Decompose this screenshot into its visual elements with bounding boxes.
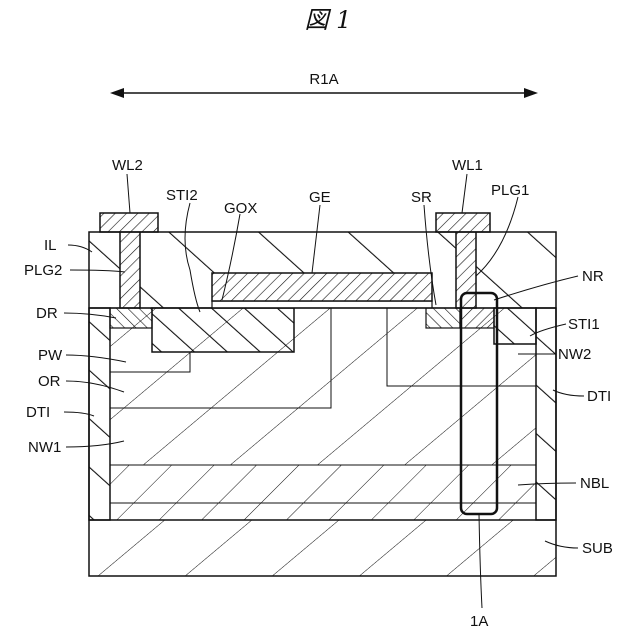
sti1-region: [494, 308, 536, 344]
label-il: IL: [44, 237, 57, 254]
label-pw: PW: [38, 347, 63, 364]
label-gox: GOX: [224, 200, 257, 217]
plug-1-hatch: [456, 228, 476, 308]
label-ge: GE: [309, 189, 331, 206]
gate-electrode-hatch: [212, 273, 432, 301]
label-dr: DR: [36, 305, 58, 322]
gate-oxide: [212, 301, 432, 308]
deep-trench-right: [536, 308, 556, 520]
label-wl2: WL2: [112, 157, 143, 174]
substrate-region: [89, 520, 556, 576]
region-arrow: [110, 88, 538, 98]
label-wl1: WL1: [452, 157, 483, 174]
n-buried-layer: [110, 465, 536, 520]
drain-region: [110, 308, 152, 328]
figure-title: 図 1: [305, 6, 352, 34]
wiring-2-hatch: [100, 213, 158, 232]
label-or: OR: [38, 373, 61, 390]
label-nw2: NW2: [558, 346, 591, 363]
label-plg2: PLG2: [24, 262, 62, 279]
label-plg1: PLG1: [491, 182, 529, 199]
region-label: R1A: [309, 71, 338, 88]
label-nbl: NBL: [580, 475, 609, 492]
label-dti-right: DTI: [587, 388, 611, 405]
source-region: [426, 308, 460, 328]
label-sti1: STI1: [568, 316, 600, 333]
wiring-1-hatch: [436, 213, 490, 232]
label-dti-left: DTI: [26, 404, 50, 421]
label-sub: SUB: [582, 540, 613, 557]
sti2-region: [152, 308, 294, 352]
label-sr: SR: [411, 189, 432, 206]
label-nw1: NW1: [28, 439, 61, 456]
nr-region: [460, 308, 494, 328]
label-nr: NR: [582, 268, 604, 285]
callout-label: 1A: [470, 613, 488, 630]
deep-trench-left: [89, 308, 110, 520]
label-sti2: STI2: [166, 187, 198, 204]
plug-2-hatch: [120, 228, 140, 308]
